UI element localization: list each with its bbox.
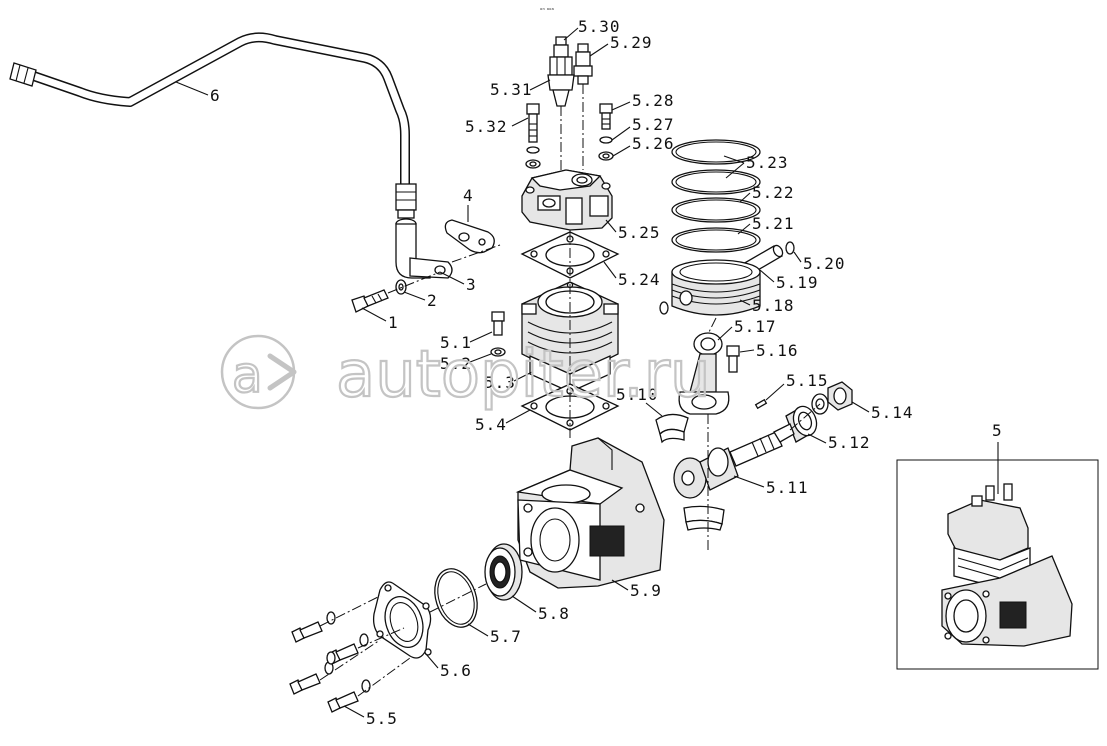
part-5-10-bearing-shell	[655, 413, 689, 444]
part-5-25-cylinder-head	[521, 169, 613, 231]
label-5-6: 5.6	[440, 661, 472, 680]
label-5-14: 5.14	[871, 403, 914, 422]
label-5-15: 5.15	[786, 371, 829, 390]
label-5: 5	[992, 421, 1003, 440]
label-5-7: 5.7	[490, 627, 522, 646]
part-circlip-left	[659, 301, 669, 315]
part-5-32-bolt	[526, 103, 540, 143]
label-5-2: 5.2	[440, 354, 472, 373]
part-5-6-bearing-cover	[372, 581, 432, 659]
label-5-19: 5.19	[776, 273, 819, 292]
label-2: 2	[427, 291, 438, 310]
part-5-11-crankshaft	[673, 423, 795, 499]
part-5-1-bolt	[491, 311, 505, 336]
part-5-18-piston	[671, 259, 761, 316]
label-5-5: 5.5	[366, 709, 398, 728]
label-5-4: 5.4	[475, 415, 507, 434]
part-5-29-fitting	[573, 43, 593, 85]
part-5-14-nut	[827, 381, 853, 411]
part-5-30-fitting	[553, 36, 569, 58]
watermark: a autopiter.ru	[220, 334, 712, 413]
part-5-5-bolts	[289, 621, 359, 713]
label-5-20: 5.20	[803, 254, 846, 273]
part-5-31-valve	[547, 56, 575, 107]
part-5-23-ring	[671, 139, 761, 165]
label-5-22: 5.22	[752, 183, 795, 202]
label-5-9: 5.9	[630, 581, 662, 600]
header-note: ᵒⁿ ᵃᵒᵃ	[540, 7, 554, 14]
part-1-bolt	[351, 289, 389, 313]
part-5-23-ring-2	[671, 169, 761, 195]
label-5-31: 5.31	[490, 80, 533, 99]
part-5-21-ring	[671, 227, 761, 253]
part-5-17-connecting-rod	[678, 332, 730, 415]
label-3: 3	[466, 275, 477, 294]
label-5-16: 5.16	[756, 341, 799, 360]
part-5-20-circlip	[785, 241, 795, 255]
svg-text:a: a	[232, 346, 263, 404]
part-lower-bearing-shell	[683, 505, 725, 531]
label-5-26: 5.26	[632, 134, 675, 153]
label-5-27: 5.27	[632, 115, 675, 134]
part-5-5-washers	[324, 611, 371, 693]
inset-assembled-compressor	[941, 483, 1073, 647]
part-5-8-ball-bearing	[484, 543, 523, 601]
label-5-30: 5.30	[578, 17, 621, 36]
label-5-11: 5.11	[766, 478, 809, 497]
label-6: 6	[210, 86, 221, 105]
label-5-25: 5.25	[618, 223, 661, 242]
part-4-gasket	[444, 219, 495, 254]
part-6-air-pipe	[9, 32, 417, 219]
label-5-17: 5.17	[734, 317, 777, 336]
label-5-32: 5.32	[465, 117, 508, 136]
label-5-28: 5.28	[632, 91, 675, 110]
label-5-18: 5.18	[752, 296, 795, 315]
label-5-24: 5.24	[618, 270, 661, 289]
label-5-29: 5.29	[610, 33, 653, 52]
part-5-27-washer	[526, 136, 613, 154]
part-5-28-bolt	[599, 103, 613, 130]
part-5-26-washer	[525, 151, 614, 169]
label-5-23: 5.23	[746, 153, 789, 172]
label-1: 1	[388, 313, 399, 332]
part-5-9-crankcase	[515, 437, 665, 589]
label-4: 4	[463, 186, 474, 205]
label-5-3: 5.3	[484, 373, 516, 392]
part-5-7-o-ring	[434, 568, 478, 628]
label-5-8: 5.8	[538, 604, 570, 623]
part-2-washer	[395, 279, 407, 295]
part-5-16-rod-bolt	[726, 345, 740, 373]
label-5-1: 5.1	[440, 333, 472, 352]
watermark-text: autopiter.ru	[336, 338, 711, 412]
part-3-elbow-fitting	[395, 218, 453, 279]
part-5-2-washer	[490, 347, 506, 357]
label-5-21: 5.21	[752, 214, 795, 233]
label-5-10: 5.10	[616, 385, 659, 404]
part-5-22-ring	[671, 197, 761, 223]
part-5-15-key	[754, 398, 768, 410]
label-5-12: 5.12	[828, 433, 871, 452]
